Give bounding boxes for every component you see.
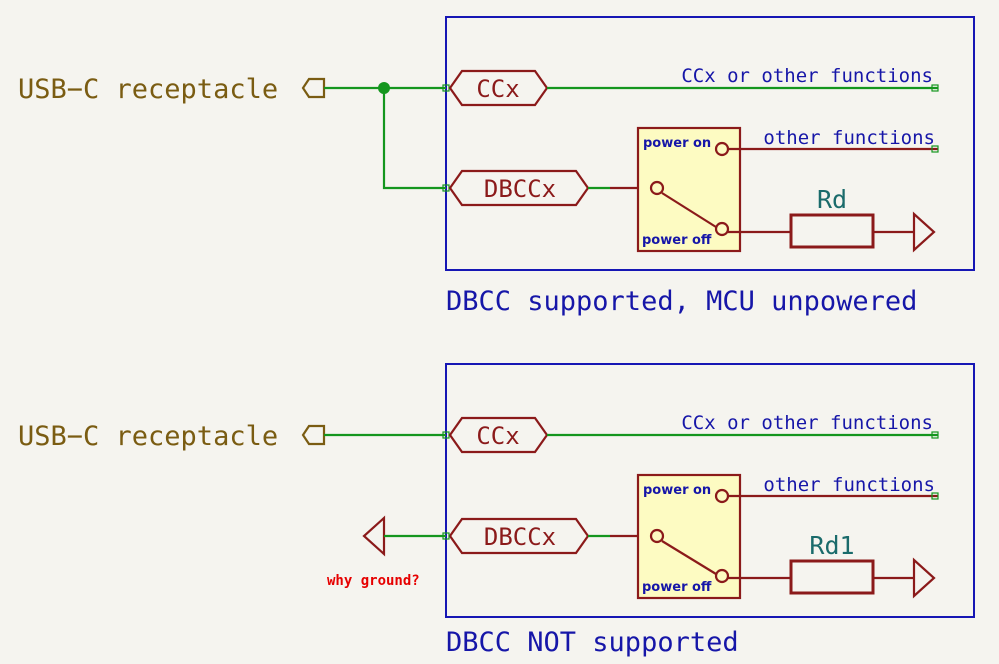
ground-symbol-icon <box>912 211 936 253</box>
resistor-rd <box>789 213 875 249</box>
switch-power-off-label: power off <box>642 580 712 595</box>
subsystem-box <box>445 363 975 618</box>
usb-c-receptacle-label: USB−C receptacle <box>18 421 278 452</box>
section-dbcc-supported: USB−C receptacle CCx DBCCx CCx or other … <box>18 16 975 317</box>
resistor-rd1 <box>789 559 875 595</box>
switch-power-on-label: power on <box>643 136 711 151</box>
resistor-rd1-label: Rd1 <box>809 531 854 560</box>
switch-power-on-label: power on <box>643 483 711 498</box>
section-title: DBCC NOT supported <box>446 627 739 658</box>
resistor-rd-label: Rd <box>817 185 847 214</box>
dbcc-port-label: DBCCx <box>484 523 556 551</box>
pin-marker <box>931 145 939 153</box>
switch-arm <box>661 540 717 575</box>
ground-symbol-icon <box>362 515 386 557</box>
other-functions-label: other functions <box>763 474 935 496</box>
switch-on-contact <box>714 488 730 504</box>
switch-off-contact <box>714 568 730 584</box>
cc-port-label: CCx <box>476 422 519 450</box>
cc-port-label: CCx <box>476 75 519 103</box>
switch-common-contact <box>649 528 665 544</box>
dbcc-wire <box>382 88 446 190</box>
switch-arm <box>661 192 717 228</box>
why-ground-note: why ground? <box>327 573 420 589</box>
usb-c-receptacle-label: USB−C receptacle <box>18 74 278 105</box>
switch-on-contact <box>714 141 730 157</box>
section-title: DBCC supported, MCU unpowered <box>446 286 917 317</box>
switch-common-contact <box>649 180 665 196</box>
usb-flag-icon <box>301 77 326 99</box>
ground-symbol-icon <box>912 557 936 599</box>
pin-marker <box>442 532 450 540</box>
usb-flag-icon <box>301 424 326 446</box>
cc-net-label: CCx or other functions <box>681 65 933 87</box>
switch-power-off-label: power off <box>642 233 712 248</box>
dbcc-port-label: DBCCx <box>484 175 556 203</box>
cc-net-label: CCx or other functions <box>681 412 933 434</box>
subsystem-box <box>445 16 975 271</box>
junction-dot <box>378 82 390 94</box>
section-dbcc-not-supported: USB−C receptacle CCx DBCCx why ground? C… <box>18 363 975 658</box>
pin-marker <box>931 431 939 439</box>
switch-off-contact <box>714 221 730 237</box>
pin-marker <box>931 492 939 500</box>
other-functions-label: other functions <box>763 127 935 149</box>
pin-marker <box>931 84 939 92</box>
